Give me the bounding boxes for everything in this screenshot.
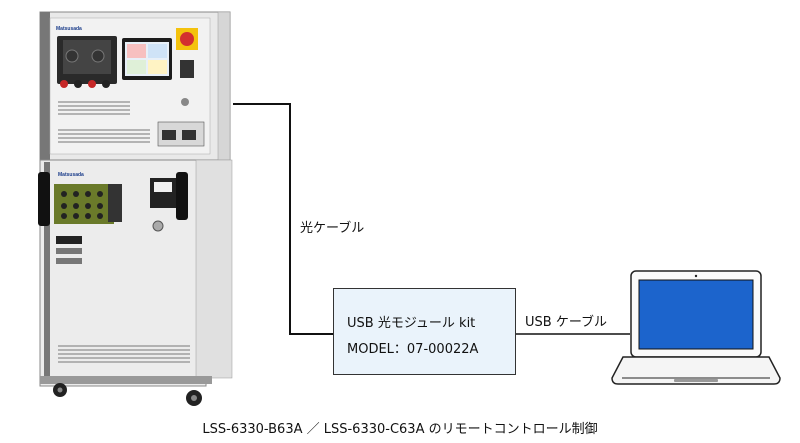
module-model: MODEL：07-00022A: [347, 342, 479, 357]
device-brand-top: Matsusada: [56, 26, 82, 32]
device-brand-bottom: Matsusada: [58, 172, 84, 178]
laptop-pc: [611, 270, 781, 385]
module-name: USB 光モジュール kit: [347, 316, 476, 331]
power-supply-cabinet: Matsusada: [38, 11, 233, 406]
usb-cable-label: USB ケーブル: [525, 315, 608, 330]
optical-cable-label: 光ケーブル: [300, 221, 365, 236]
bottom-unit-vents: [58, 345, 190, 363]
optical-cable-line: [233, 103, 333, 335]
diagram-caption: LSS-6330-B63A ／ LSS-6330-C63A のリモートコントロー…: [202, 422, 598, 437]
top-unit-vents: [58, 101, 150, 143]
caster-wheels: [53, 383, 202, 406]
usb-optical-module-box: USB 光モジュール kit MODEL：07-00022A: [333, 288, 516, 375]
